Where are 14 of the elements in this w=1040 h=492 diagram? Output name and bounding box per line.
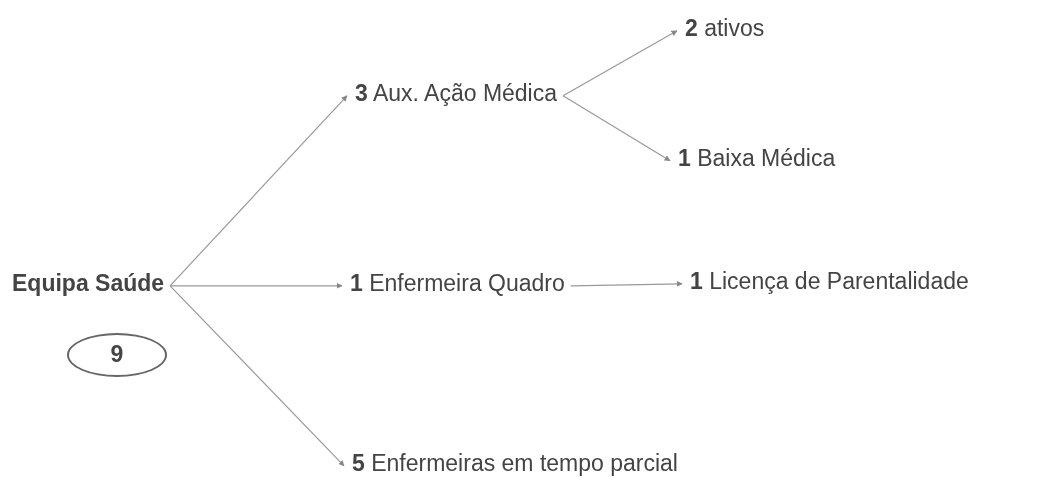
arrow <box>169 285 345 467</box>
node-label: 1 Licença de Parentalidade <box>690 268 969 296</box>
arrow <box>169 95 348 287</box>
arrow <box>169 282 343 289</box>
node-label: 1 Enfermeira Quadro <box>350 270 565 298</box>
node-label: 2 ativos <box>685 15 765 43</box>
root-label: Equipa Saúde <box>12 270 165 298</box>
arrow <box>570 280 683 287</box>
node-label: 5 Enfermeiras em tempo parcial <box>352 450 678 478</box>
count-ellipse: 9 <box>67 333 167 377</box>
node-label: 3 Aux. Ação Médica <box>355 80 558 108</box>
node-label: 1 Baixa Médica <box>678 145 836 173</box>
arrow <box>562 95 671 162</box>
arrow <box>562 30 678 97</box>
